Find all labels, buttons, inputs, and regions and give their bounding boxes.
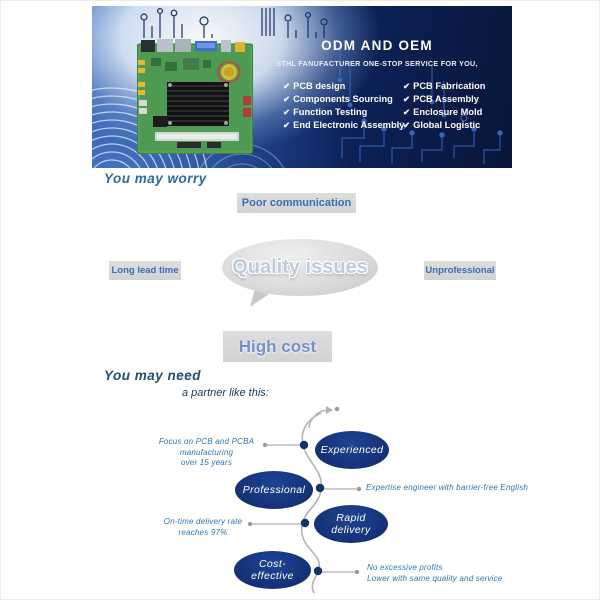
milestone-label: Rapid bbox=[336, 512, 366, 524]
service-label: Components Sourcing bbox=[293, 94, 393, 104]
note-experience: Focus on PCB and PCBA manufacturing over… bbox=[158, 437, 255, 469]
check-icon: ✔ bbox=[403, 81, 411, 91]
service-item: ✔PCB design bbox=[283, 80, 404, 93]
check-icon: ✔ bbox=[403, 107, 411, 117]
note-engineer: Expertise engineer with barrier-free Eng… bbox=[366, 483, 528, 494]
worry-bubble-quality-issues: Quality issues bbox=[222, 239, 378, 296]
banner-subtitle: STHL FANUFACTURER ONE-STOP SERVICE FOR Y… bbox=[276, 59, 478, 68]
check-icon: ✔ bbox=[403, 94, 411, 104]
service-label: PCB Fabrication bbox=[413, 81, 486, 91]
circuit-decoration bbox=[92, 7, 503, 168]
milestone-label-line2: delivery bbox=[331, 524, 371, 536]
worry-heading: You may worry bbox=[104, 171, 207, 186]
service-item: ✔Enclosure Mold bbox=[403, 106, 485, 119]
service-label: PCB Assembly bbox=[413, 94, 479, 104]
speech-bubble-tail bbox=[250, 290, 269, 311]
service-label: PCB design bbox=[293, 81, 346, 91]
note-line: over 15 years bbox=[180, 458, 233, 467]
services-column-right: ✔PCB Fabrication ✔PCB Assembly ✔Enclosur… bbox=[403, 80, 485, 132]
service-item: ✔Components Sourcing bbox=[283, 93, 404, 106]
note-line: No excessive profits bbox=[367, 563, 443, 572]
milestone-label: Experienced bbox=[320, 444, 384, 456]
service-item: ✔PCB Fabrication bbox=[403, 80, 485, 93]
service-label: Global Logistic bbox=[413, 120, 481, 130]
note-line: reaches 97% bbox=[178, 527, 228, 537]
milestone-rapid-delivery: Rapid delivery bbox=[314, 505, 388, 543]
service-item: ✔Global Logistic bbox=[403, 119, 485, 132]
check-icon: ✔ bbox=[403, 120, 411, 130]
note-profits: No excessive profits Lower with same qua… bbox=[367, 563, 503, 584]
milestone-cost-effective: Cost- effective bbox=[234, 551, 311, 589]
worry-item-poor-communication: Poor communication bbox=[237, 193, 356, 213]
note-delivery: On-time delivery rate reaches 97% bbox=[162, 517, 244, 538]
worry-item-unprofessional: Unprofessional bbox=[424, 261, 496, 280]
check-icon: ✔ bbox=[283, 81, 291, 91]
check-icon: ✔ bbox=[283, 107, 291, 117]
check-icon: ✔ bbox=[283, 94, 291, 104]
need-heading: You may need bbox=[104, 368, 202, 383]
service-label: Function Testing bbox=[293, 107, 368, 117]
hero-banner: ODM AND OEM STHL FANUFACTURER ONE-STOP S… bbox=[92, 6, 512, 168]
note-line: On-time delivery rate bbox=[163, 517, 243, 526]
services-column-left: ✔PCB design ✔Components Sourcing ✔Functi… bbox=[283, 80, 404, 132]
service-item: ✔End Electronic Assembly bbox=[283, 119, 404, 132]
need-subheading: a partner like this: bbox=[182, 387, 269, 399]
worry-item-high-cost: High cost bbox=[223, 331, 332, 362]
worry-item-long-lead-time: Long lead time bbox=[109, 261, 181, 280]
service-label: End Electronic Assembly bbox=[293, 120, 405, 130]
service-label: Enclosure Mold bbox=[413, 107, 483, 117]
note-line: Focus on PCB and PCBA bbox=[158, 437, 255, 446]
banner-title: ODM AND OEM bbox=[321, 38, 433, 53]
motherboard-image bbox=[137, 39, 253, 154]
milestone-label: Professional bbox=[242, 484, 306, 496]
check-icon: ✔ bbox=[283, 120, 291, 130]
milestone-experienced: Experienced bbox=[315, 431, 389, 469]
note-line: Lower with same quality and service bbox=[367, 573, 503, 583]
milestone-label-line2: effective bbox=[251, 570, 294, 582]
note-line: Expertise engineer with barrier-free Eng… bbox=[366, 483, 529, 492]
milestone-label: Cost- bbox=[258, 558, 287, 570]
milestone-professional: Professional bbox=[235, 471, 313, 509]
service-item: ✔PCB Assembly bbox=[403, 93, 485, 106]
note-line: manufacturing bbox=[179, 447, 234, 457]
worry-bubble-label: Quality issues bbox=[232, 256, 368, 278]
service-item: ✔Function Testing bbox=[283, 106, 404, 119]
